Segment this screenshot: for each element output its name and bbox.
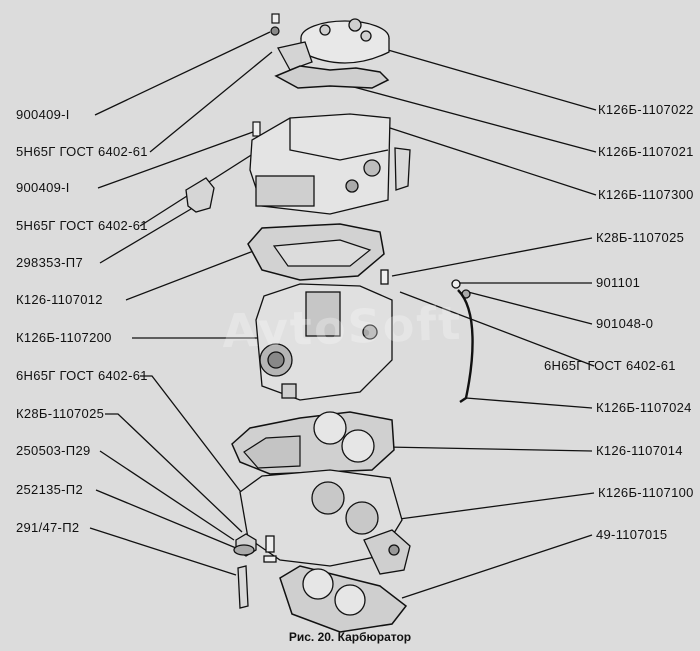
leader-line — [140, 375, 271, 531]
part-label: 900409-I — [16, 107, 70, 122]
part-label: К126Б-1107022 — [598, 102, 694, 117]
part-label: 901048-0 — [596, 316, 654, 331]
washer — [263, 555, 277, 563]
leader-line — [89, 527, 237, 576]
elbow-fitting — [185, 177, 215, 213]
part-label: К126Б-1107021 — [598, 144, 694, 159]
part-label: К126Б-1107200 — [16, 330, 112, 345]
leader-line — [105, 413, 243, 533]
screw — [271, 13, 280, 24]
top-gasket — [274, 65, 390, 89]
part-label: 5Н65Г ГОСТ 6402-61 — [16, 218, 148, 233]
leader-line — [465, 397, 593, 409]
throttle-body — [239, 469, 411, 575]
leader-line — [95, 489, 237, 549]
part-label: 6Н65Г ГОСТ 6402-61 — [16, 368, 148, 383]
leader-line — [99, 450, 235, 541]
pin — [451, 279, 461, 289]
leader-line — [391, 492, 595, 521]
part-label: К28Б-1107025 — [596, 230, 685, 245]
carburetor-top-body — [249, 113, 411, 215]
float-chamber-cover — [277, 18, 390, 71]
leader-line — [389, 127, 597, 196]
part-label: 250503-П29 — [16, 443, 91, 458]
washer — [233, 544, 255, 556]
leader-line — [99, 205, 197, 264]
leader-line — [149, 51, 273, 153]
leader-line — [399, 291, 595, 367]
leader-line — [467, 291, 593, 325]
stud — [237, 565, 249, 609]
part-label: 49-1107015 — [596, 527, 668, 542]
part-label: 901101 — [596, 275, 641, 290]
watermark: AvtoSoft — [221, 295, 464, 359]
leader-line — [125, 249, 257, 301]
figure-caption: Рис. 20. Карбюратор — [288, 630, 412, 644]
leader-line — [349, 85, 597, 153]
carburetor-middle-body — [255, 283, 393, 401]
part-label: К126Б-1107024 — [596, 400, 692, 415]
part-label: 298353-П7 — [16, 255, 83, 270]
part-label: К28Б-1107025 — [16, 406, 105, 421]
part-label: К126-1107014 — [596, 443, 683, 458]
leader-line — [387, 49, 597, 111]
part-label: 6Н65Г ГОСТ 6402-61 — [544, 358, 676, 373]
part-label: К126Б-1107100 — [598, 485, 694, 500]
leader-line — [97, 131, 254, 189]
screw — [265, 535, 275, 553]
part-label: 900409-I — [16, 180, 70, 195]
part-label: К126Б-1107300 — [598, 187, 694, 202]
leader-line — [94, 31, 271, 116]
leader-line — [401, 534, 593, 599]
throttle-rod — [457, 289, 474, 403]
part-label: 252135-П2 — [16, 482, 83, 497]
leader-line — [385, 446, 593, 452]
leader-line — [391, 237, 593, 277]
screw — [252, 121, 261, 137]
washer — [270, 26, 280, 36]
part-label: 5Н65Г ГОСТ 6402-61 — [16, 144, 148, 159]
part-label: 291/47-П2 — [16, 520, 80, 535]
part-label: К126-1107012 — [16, 292, 103, 307]
screw — [380, 269, 389, 285]
